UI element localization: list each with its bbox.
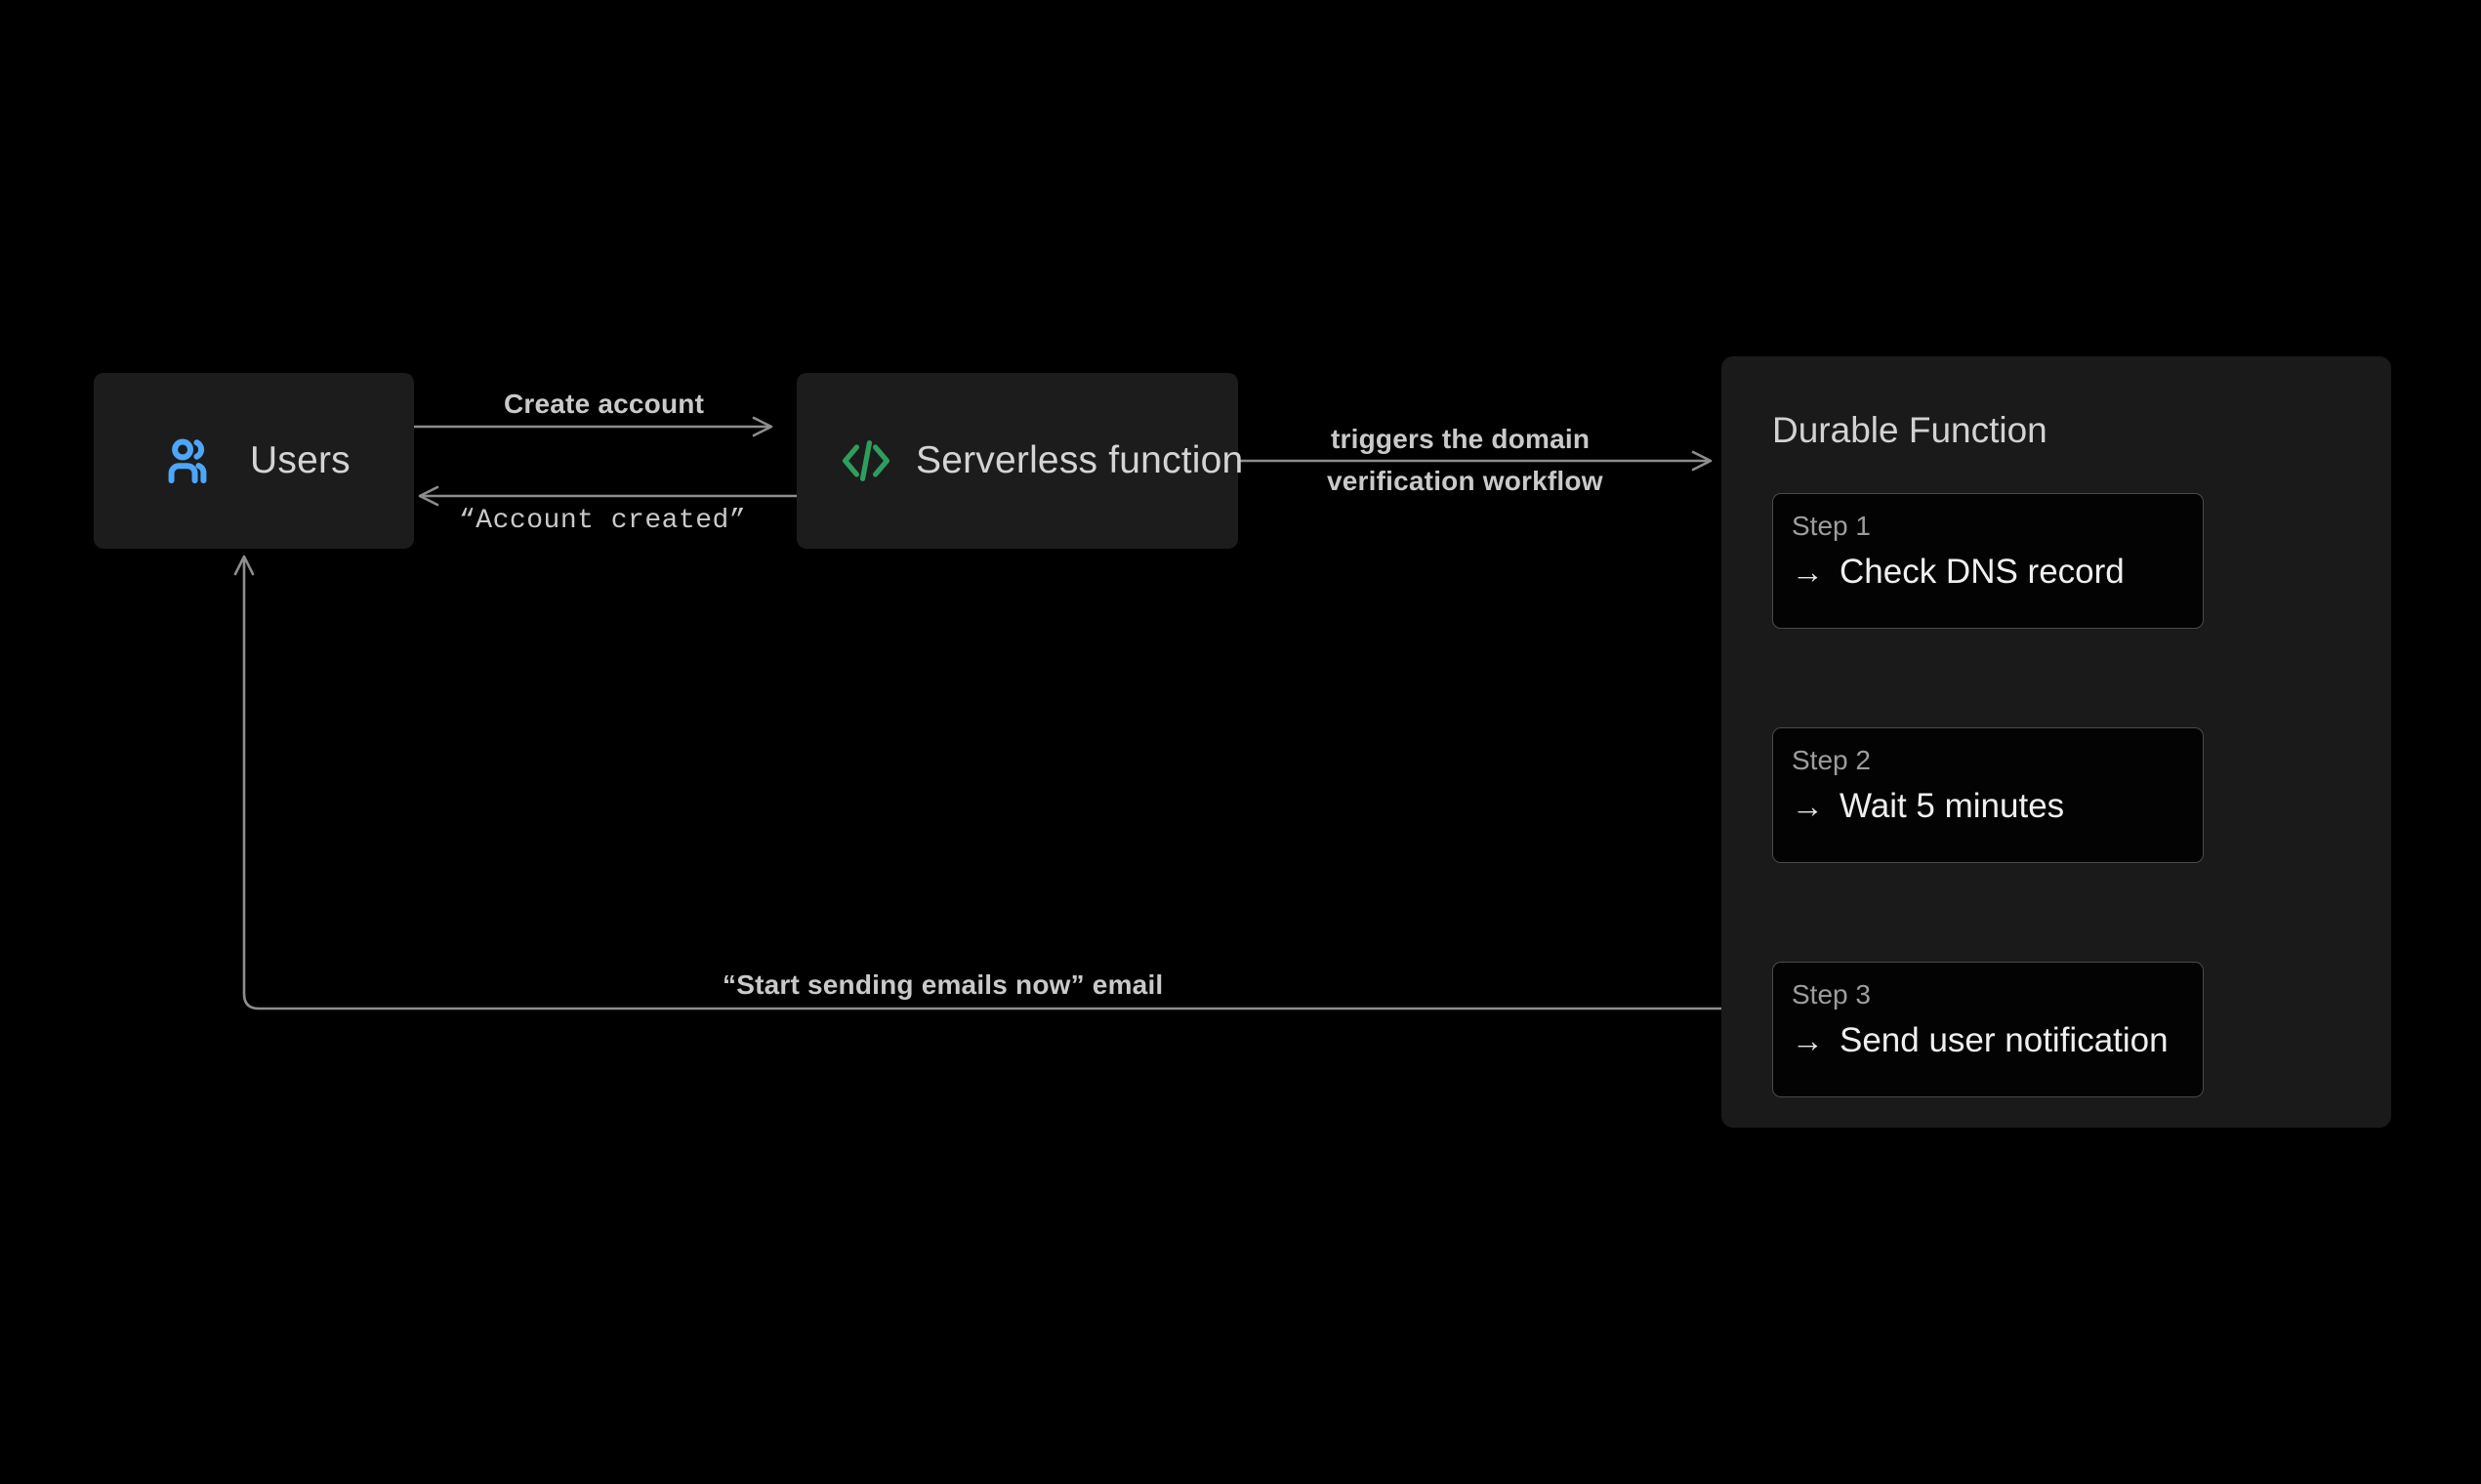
node-users-label: Users	[250, 439, 351, 481]
durable-function-panel[interactable]: Durable Function Step 1 → Check DNS reco…	[1721, 356, 2391, 1128]
step-box-2[interactable]: Step 2 → Wait 5 minutes	[1772, 727, 2204, 863]
node-serverless-label: Serverless function	[916, 439, 1244, 481]
step-3-text: Send user notification	[1840, 1021, 2169, 1059]
step-1-number: Step 1	[1792, 511, 1871, 541]
step-2-body: → Wait 5 minutes	[1792, 789, 2064, 823]
node-serverless-function[interactable]: Serverless function	[797, 373, 1243, 549]
edge-label-start-sending-email: “Start sending emails now” email	[723, 969, 1164, 1000]
step-3-body: → Send user notification	[1792, 1023, 2169, 1057]
node-users-content: Users	[94, 437, 351, 484]
step-3-number: Step 3	[1792, 979, 1871, 1010]
step-2-number: Step 2	[1792, 745, 1871, 775]
step-1-body: → Check DNS record	[1792, 555, 2125, 589]
durable-function-title: Durable Function	[1772, 410, 2047, 450]
edge-label-account-created: “Account created”	[459, 506, 747, 536]
arrow-right-icon: →	[1792, 1022, 1824, 1058]
node-users[interactable]: Users	[94, 373, 414, 549]
edge-label-create-account: Create account	[504, 389, 705, 419]
users-icon	[168, 437, 225, 484]
node-serverless-content: Serverless function	[797, 437, 1243, 484]
edge-start-sending-email	[233, 555, 1757, 1010]
edge-label-triggers-line1: triggers the domain	[1331, 424, 1591, 454]
step-1-text: Check DNS record	[1840, 553, 2125, 591]
arrow-right-icon: →	[1792, 788, 1824, 824]
edge-label-triggers-line2: verification workflow	[1327, 466, 1603, 496]
step-box-1[interactable]: Step 1 → Check DNS record	[1772, 493, 2204, 629]
arrow-right-icon: →	[1792, 554, 1824, 590]
step-box-3[interactable]: Step 3 → Send user notification	[1772, 962, 2204, 1097]
code-brackets-icon	[838, 437, 894, 484]
step-2-text: Wait 5 minutes	[1840, 787, 2065, 825]
